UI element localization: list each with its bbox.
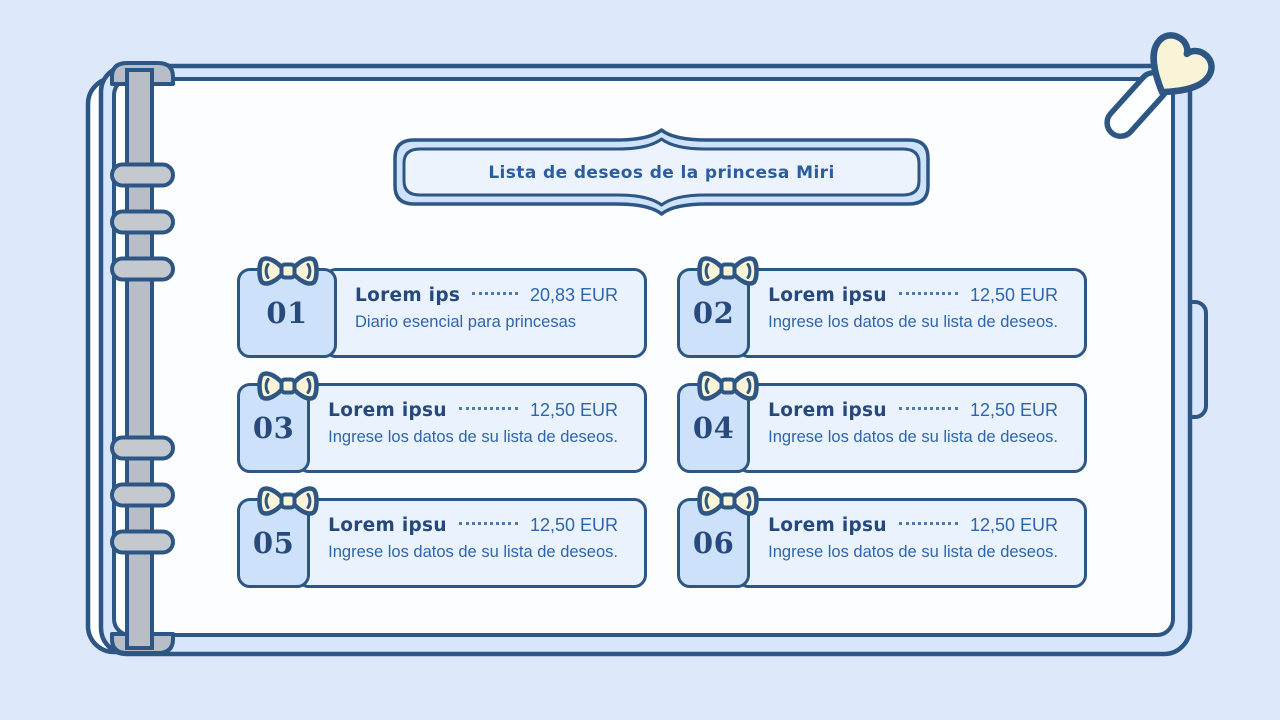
dotted-leader [898,405,958,410]
heart-pen-icon [1104,32,1215,139]
item-description: Ingrese los datos de su lista de deseos. [768,428,1058,446]
wishlist-item-4: 04 Lorem ipsu 12,50 EUR Ingrese los dato… [677,371,1087,473]
page-title: Lista de deseos de la princesa Miri [488,163,835,183]
dotted-leader [458,520,518,525]
item-number-box: 02 [677,256,759,358]
item-card-body: Lorem ipsu 12,50 EUR Ingrese los datos d… [736,383,1087,473]
wishlist-item-2: 02 Lorem ipsu 12,50 EUR Ingrese los dato… [677,256,1087,358]
notebook-page [112,77,1175,637]
item-number: 03 [252,411,295,445]
item-number-box: 01 [237,256,337,358]
item-number-box: 05 [237,486,319,588]
ribbon-bow-icon [257,371,319,401]
item-card-body: Lorem ipsu 12,50 EUR Ingrese los datos d… [736,498,1087,588]
dotted-leader [898,520,958,525]
binder-rings [110,162,175,555]
item-title: Lorem ipsu [328,515,447,536]
item-price: 20,83 EUR [529,285,618,305]
item-number: 06 [692,526,735,560]
item-number: 01 [266,296,308,330]
item-number-box: 04 [677,371,759,473]
binder-ring [110,209,175,235]
item-price: 12,50 EUR [969,515,1058,535]
item-number: 02 [692,296,735,330]
ribbon-bow-icon [697,371,759,401]
binder-ring [110,256,175,282]
item-card-body: Lorem ipsu 12,50 EUR Ingrese los datos d… [736,268,1087,358]
title-banner: Lista de deseos de la princesa Miri [388,127,935,219]
item-card-body: Lorem ipsu 12,50 EUR Ingrese los datos d… [296,498,647,588]
item-title: Lorem ipsu [768,515,887,536]
binder-ring [110,435,175,461]
ribbon-bow-icon [697,256,759,286]
item-number: 05 [252,526,295,560]
item-number: 04 [692,411,735,445]
item-card-body: Lorem ips 20,83 EUR Diario esencial para… [323,268,647,358]
item-price: 12,50 EUR [529,400,618,420]
wishlist-item-5: 05 Lorem ipsu 12,50 EUR Ingrese los dato… [237,486,647,588]
ribbon-bow-icon [257,486,319,516]
wishlist-item-6: 06 Lorem ipsu 12,50 EUR Ingrese los dato… [677,486,1087,588]
item-price: 12,50 EUR [969,285,1058,305]
item-price: 12,50 EUR [969,400,1058,420]
ribbon-bow-icon [257,256,319,286]
heart-icon [1150,32,1215,96]
item-description: Ingrese los datos de su lista de deseos. [768,543,1058,561]
item-number-box: 03 [237,371,319,473]
dotted-leader [472,290,518,295]
banner-frame [393,128,930,216]
item-title: Lorem ips [355,285,461,306]
binder-ring [110,162,175,188]
item-price: 12,50 EUR [529,515,618,535]
item-description: Ingrese los datos de su lista de deseos. [328,543,618,561]
item-card-body: Lorem ipsu 12,50 EUR Ingrese los datos d… [296,383,647,473]
item-title: Lorem ipsu [768,285,887,306]
item-title: Lorem ipsu [328,400,447,421]
dotted-leader [898,290,958,295]
ribbon-bow-icon [697,486,759,516]
item-description: Ingrese los datos de su lista de deseos. [768,313,1058,331]
binder-ring [110,529,175,555]
item-description: Ingrese los datos de su lista de deseos. [328,428,618,446]
binder-ring [110,482,175,508]
item-number-box: 06 [677,486,759,588]
item-title: Lorem ipsu [768,400,887,421]
dotted-leader [458,405,518,410]
wishlist-item-3: 03 Lorem ipsu 12,50 EUR Ingrese los dato… [237,371,647,473]
wishlist-item-1: 01 Lorem ips 20,83 EUR Diario esencial p… [237,256,647,358]
item-description: Diario esencial para princesas [355,313,577,331]
